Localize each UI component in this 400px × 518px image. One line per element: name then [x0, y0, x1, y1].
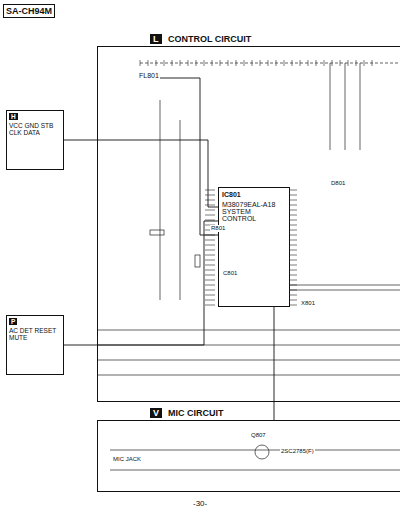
pin-names: AC DET RESET MUTE [9, 327, 61, 341]
grid-stroke [300, 60, 301, 66]
resistor-ref: R801 [210, 225, 226, 232]
pin-names: VCC GND STB CLK DATA [9, 122, 61, 136]
pin-stroke [205, 255, 215, 256]
section-badge: L [150, 34, 162, 44]
grid-stroke [308, 60, 309, 66]
grid-stroke [276, 60, 277, 66]
capacitor-ref: C801 [222, 270, 238, 277]
model-label: SA-CH94M [3, 4, 55, 18]
grid-stroke [372, 60, 373, 66]
pin-stroke [205, 220, 215, 221]
part-ref: SA-CH94M [6, 6, 52, 16]
pin-stroke [205, 290, 215, 291]
pin-stroke [205, 300, 215, 301]
grid-stroke [140, 60, 141, 66]
grid-stroke [172, 60, 173, 66]
grid-stroke [204, 60, 205, 66]
pin-stroke [205, 285, 215, 286]
connector-block: P AC DET RESET MUTE [6, 315, 64, 375]
grid-stroke [244, 60, 245, 66]
pin-stroke [205, 215, 215, 216]
diode-ref: D801 [330, 180, 346, 187]
signal-wire [274, 307, 275, 420]
pin-stroke [205, 210, 215, 211]
part-ref: FL801 [139, 72, 159, 79]
signal-wire [160, 78, 218, 235]
grid-stroke [228, 60, 229, 66]
transistor-ref: Q807 [250, 432, 267, 439]
pin-stroke [205, 270, 215, 271]
grid-stroke [268, 60, 269, 66]
pin-stroke [205, 280, 215, 281]
grid-stroke [260, 60, 261, 66]
pin-stroke [205, 260, 215, 261]
grid-stroke [348, 60, 349, 66]
pin-stroke [205, 275, 215, 276]
section-heading: CONTROL CIRCUIT [166, 34, 253, 44]
grid-stroke [156, 60, 157, 66]
circuit-panel: LCONTROL CIRCUITFL801IC801M38079EAL-A18 … [97, 46, 400, 402]
grid-stroke [364, 60, 365, 66]
grid-stroke [180, 60, 181, 66]
grid-stroke [316, 60, 317, 66]
grid-stroke [340, 60, 341, 66]
pin-stroke [205, 190, 215, 191]
display-tube: FL801 [138, 71, 160, 85]
connector-block: H VCC GND STB CLK DATA [6, 110, 64, 170]
grid-stroke [188, 60, 189, 66]
jack-label: MIC JACK [112, 456, 142, 463]
pin-stroke [205, 245, 215, 246]
crystal-ref: X801 [300, 300, 316, 307]
grid-stroke [324, 60, 325, 66]
connector-id: H [9, 113, 18, 120]
grid-stroke [284, 60, 285, 66]
pin-stroke [205, 205, 215, 206]
part-name: M38079EAL-A18 SYSTEM CONTROL [222, 201, 286, 222]
pin-stroke [205, 305, 215, 306]
pin-stroke [205, 295, 215, 296]
circuit-panel: VMIC CIRCUIT [97, 420, 400, 492]
part-number: 2SC2785(F) [280, 448, 315, 455]
pin-stroke [205, 250, 215, 251]
grid-stroke [220, 60, 221, 66]
grid-stroke [236, 60, 237, 66]
signal-wire [64, 140, 218, 207]
connector-id: P [9, 318, 17, 325]
pin-stroke [205, 200, 215, 201]
part-ref: IC801 [222, 191, 286, 198]
grid-stroke [164, 60, 165, 66]
pin-stroke [205, 265, 215, 266]
section-badge: V [150, 408, 162, 418]
grid-stroke [148, 60, 149, 66]
grid-stroke [356, 60, 357, 66]
section-heading: MIC CIRCUIT [166, 408, 226, 418]
signal-wire [64, 221, 218, 345]
grid-stroke [196, 60, 197, 66]
pin-stroke [205, 195, 215, 196]
grid-stroke [252, 60, 253, 66]
grid-stroke [292, 60, 293, 66]
page-number: -30- [192, 500, 208, 509]
grid-stroke [212, 60, 213, 66]
pin-stroke [205, 240, 215, 241]
ic-chip: IC801M38079EAL-A18 SYSTEM CONTROL [218, 187, 290, 307]
grid-stroke [332, 60, 333, 66]
